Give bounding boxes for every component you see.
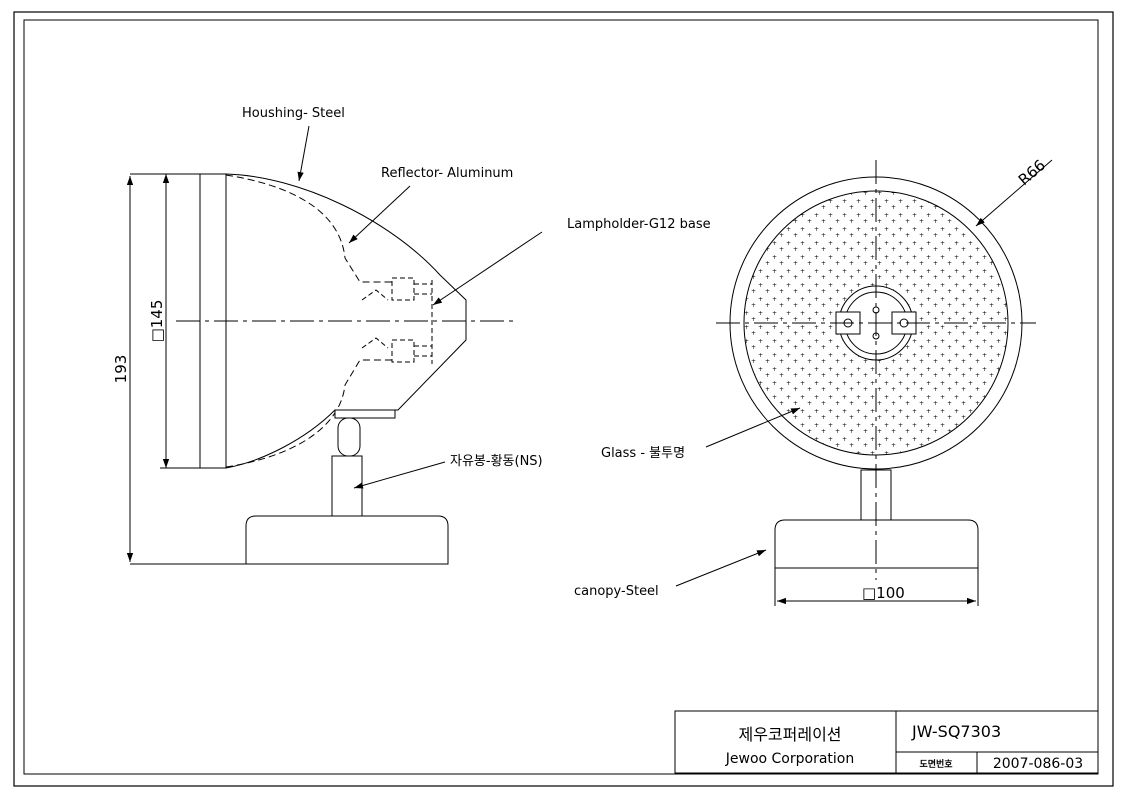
side-canopy [245,515,449,565]
leader-canopy [675,549,767,587]
front-leaders [675,407,801,587]
label-canopy: canopy-Steel [574,584,659,599]
lampholder-parts [361,277,433,364]
front-view [716,160,1036,580]
side-stem [331,455,363,517]
side-leaders [297,125,543,489]
mount-plate [334,409,396,419]
radius-leader [975,159,1053,227]
dimension-radius: R66 [1015,156,1049,189]
leader-reflector [348,185,411,244]
dimension-face-height: □145 [148,300,166,343]
drawing-border [13,11,1114,787]
drawing-number-label: 도면번호 [919,758,953,770]
front-dimensions [774,159,1053,606]
dimension-canopy-width: □100 [862,584,905,602]
housing-outline [225,173,467,469]
drawing-number: 2007-086-03 [993,756,1083,772]
side-view [176,173,518,565]
label-lampholder: Lampholder-G12 base [567,217,711,232]
label-reflector: Reflector- Aluminum [381,166,513,181]
company-name-korean: 제우코퍼레이션 [738,725,841,744]
label-housing: Houshing- Steel [242,106,345,121]
leader-housing [297,125,310,182]
side-dimensions [126,173,246,565]
label-joint: 자유봉-황동(NS) [450,454,543,469]
label-glass: Glass - 불투명 [601,446,685,461]
company-name-english: Jewoo Corporation [725,751,854,767]
title-block [674,710,1099,774]
reflector-outline [225,174,392,468]
leader-joint [353,461,446,489]
dimension-overall-height: 193 [112,355,130,384]
ball-joint [337,417,361,457]
model-number: JW-SQ7303 [911,722,1001,741]
leader-glass [705,407,801,448]
leader-lampholder [432,231,543,306]
